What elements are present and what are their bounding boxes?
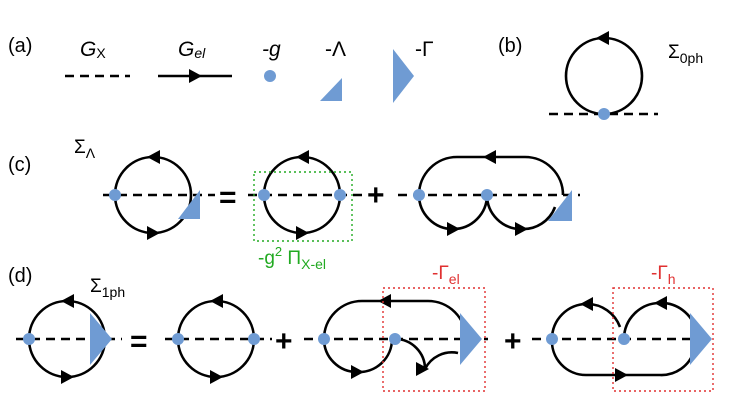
gamma-h-box	[612, 287, 714, 392]
arrow-right-icon	[189, 69, 202, 83]
sigma-lambda-rhs-diagram	[398, 150, 580, 236]
gel-label: Gel	[178, 38, 206, 61]
g-label: -g	[262, 38, 281, 61]
lambda-triangle-legend	[320, 78, 342, 101]
sigma-1ph-lhs-diagram	[16, 294, 122, 384]
arrow-left-icon	[596, 31, 609, 45]
bubble-two-vertex-diagram	[248, 150, 362, 240]
plus-d-2: +	[504, 325, 522, 358]
equals-d: =	[130, 325, 148, 358]
gx-label: GX	[80, 38, 106, 61]
vertex-legend	[264, 70, 276, 82]
plus-c: +	[367, 179, 385, 212]
gamma-label: -Γ	[415, 38, 434, 61]
sigma-0ph-diagram	[549, 31, 658, 120]
gamma-el-diagram	[304, 294, 488, 379]
gamma-h-label: -Γh	[651, 263, 676, 287]
sigma-lambda-lhs-diagram	[103, 150, 215, 240]
pi-xel-box	[253, 171, 353, 242]
gamma-h-diagram	[532, 296, 712, 382]
panel-label-b: (b)	[498, 35, 522, 57]
panel-label-a: (a)	[8, 35, 32, 57]
gamma-el-box	[382, 287, 486, 392]
gamma-triangle-legend	[393, 49, 414, 103]
gamma-el-label: -Γel	[432, 263, 460, 287]
pi-xel-label: -g2 ΠX-el	[258, 244, 326, 272]
sigma-1ph-label: Σ1ph	[90, 276, 125, 300]
equals-c: =	[219, 181, 237, 214]
sigma-lambda-label: ΣΛ	[74, 137, 96, 161]
panel-label-d: (d)	[8, 265, 32, 287]
lambda-label: -Λ	[325, 38, 346, 61]
plus-d-1: +	[275, 325, 293, 358]
sigma-0ph-label: Σ0ph	[668, 42, 703, 66]
panel-label-c: (c)	[8, 154, 31, 176]
bubble-two-vertex-diagram-d	[165, 294, 272, 384]
